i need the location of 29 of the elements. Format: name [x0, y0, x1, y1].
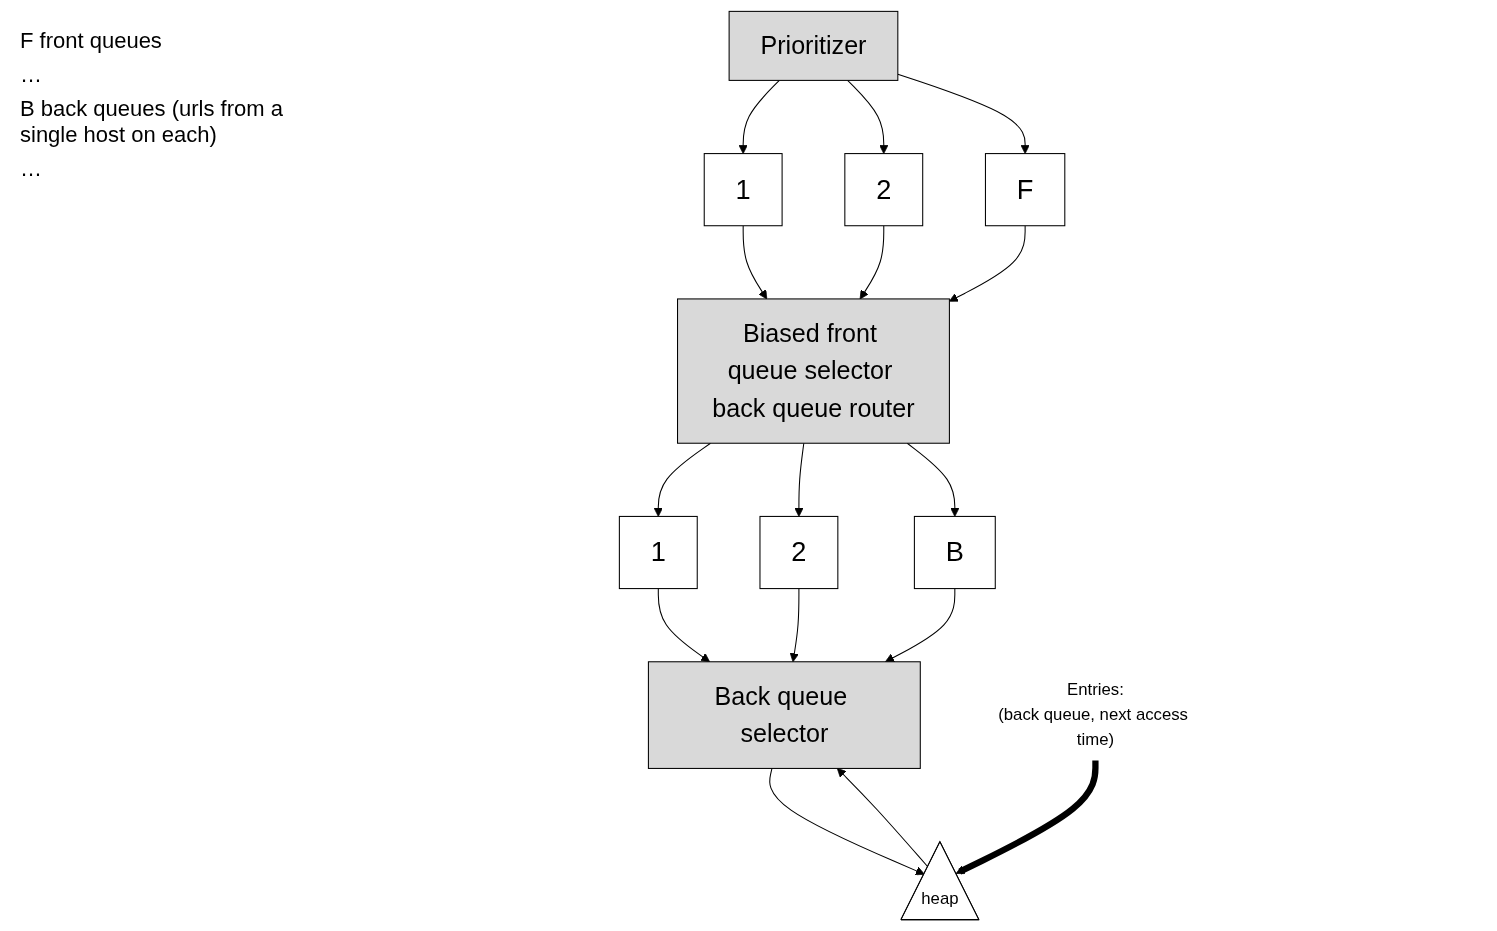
node-box: Biased front queue selector back queue router: [676, 298, 950, 444]
arrow: [884, 588, 956, 663]
note-text: …: [20, 156, 43, 182]
arrow: [769, 767, 925, 876]
node-box: F: [984, 153, 1066, 227]
arrow: [738, 79, 780, 154]
arrow: [742, 225, 768, 300]
node-text: Entries: (back queue, next access time): [998, 680, 1188, 749]
arrow: [794, 442, 805, 517]
arrow: [657, 588, 710, 663]
node-box: 1: [703, 153, 783, 227]
arrow: [653, 442, 711, 517]
node-box: 2: [759, 515, 839, 590]
note-text: …: [20, 62, 43, 88]
node-box: Prioritizer: [728, 10, 899, 81]
arrow: [789, 588, 800, 663]
node-box: 2: [844, 153, 924, 227]
note-text: B back queues (urls from a single host on each): [20, 96, 284, 148]
node-box: B: [913, 515, 996, 590]
arrow: [948, 225, 1026, 302]
arrow: [836, 768, 929, 868]
note-text: F front queues: [20, 28, 163, 54]
arrow: [906, 442, 960, 517]
node-box: Back queue selector: [647, 661, 921, 769]
node-box: 1: [618, 515, 698, 590]
arrow: [897, 73, 1030, 154]
arrow: [955, 760, 1099, 875]
arrow: [859, 225, 885, 300]
arrow: [846, 79, 889, 154]
